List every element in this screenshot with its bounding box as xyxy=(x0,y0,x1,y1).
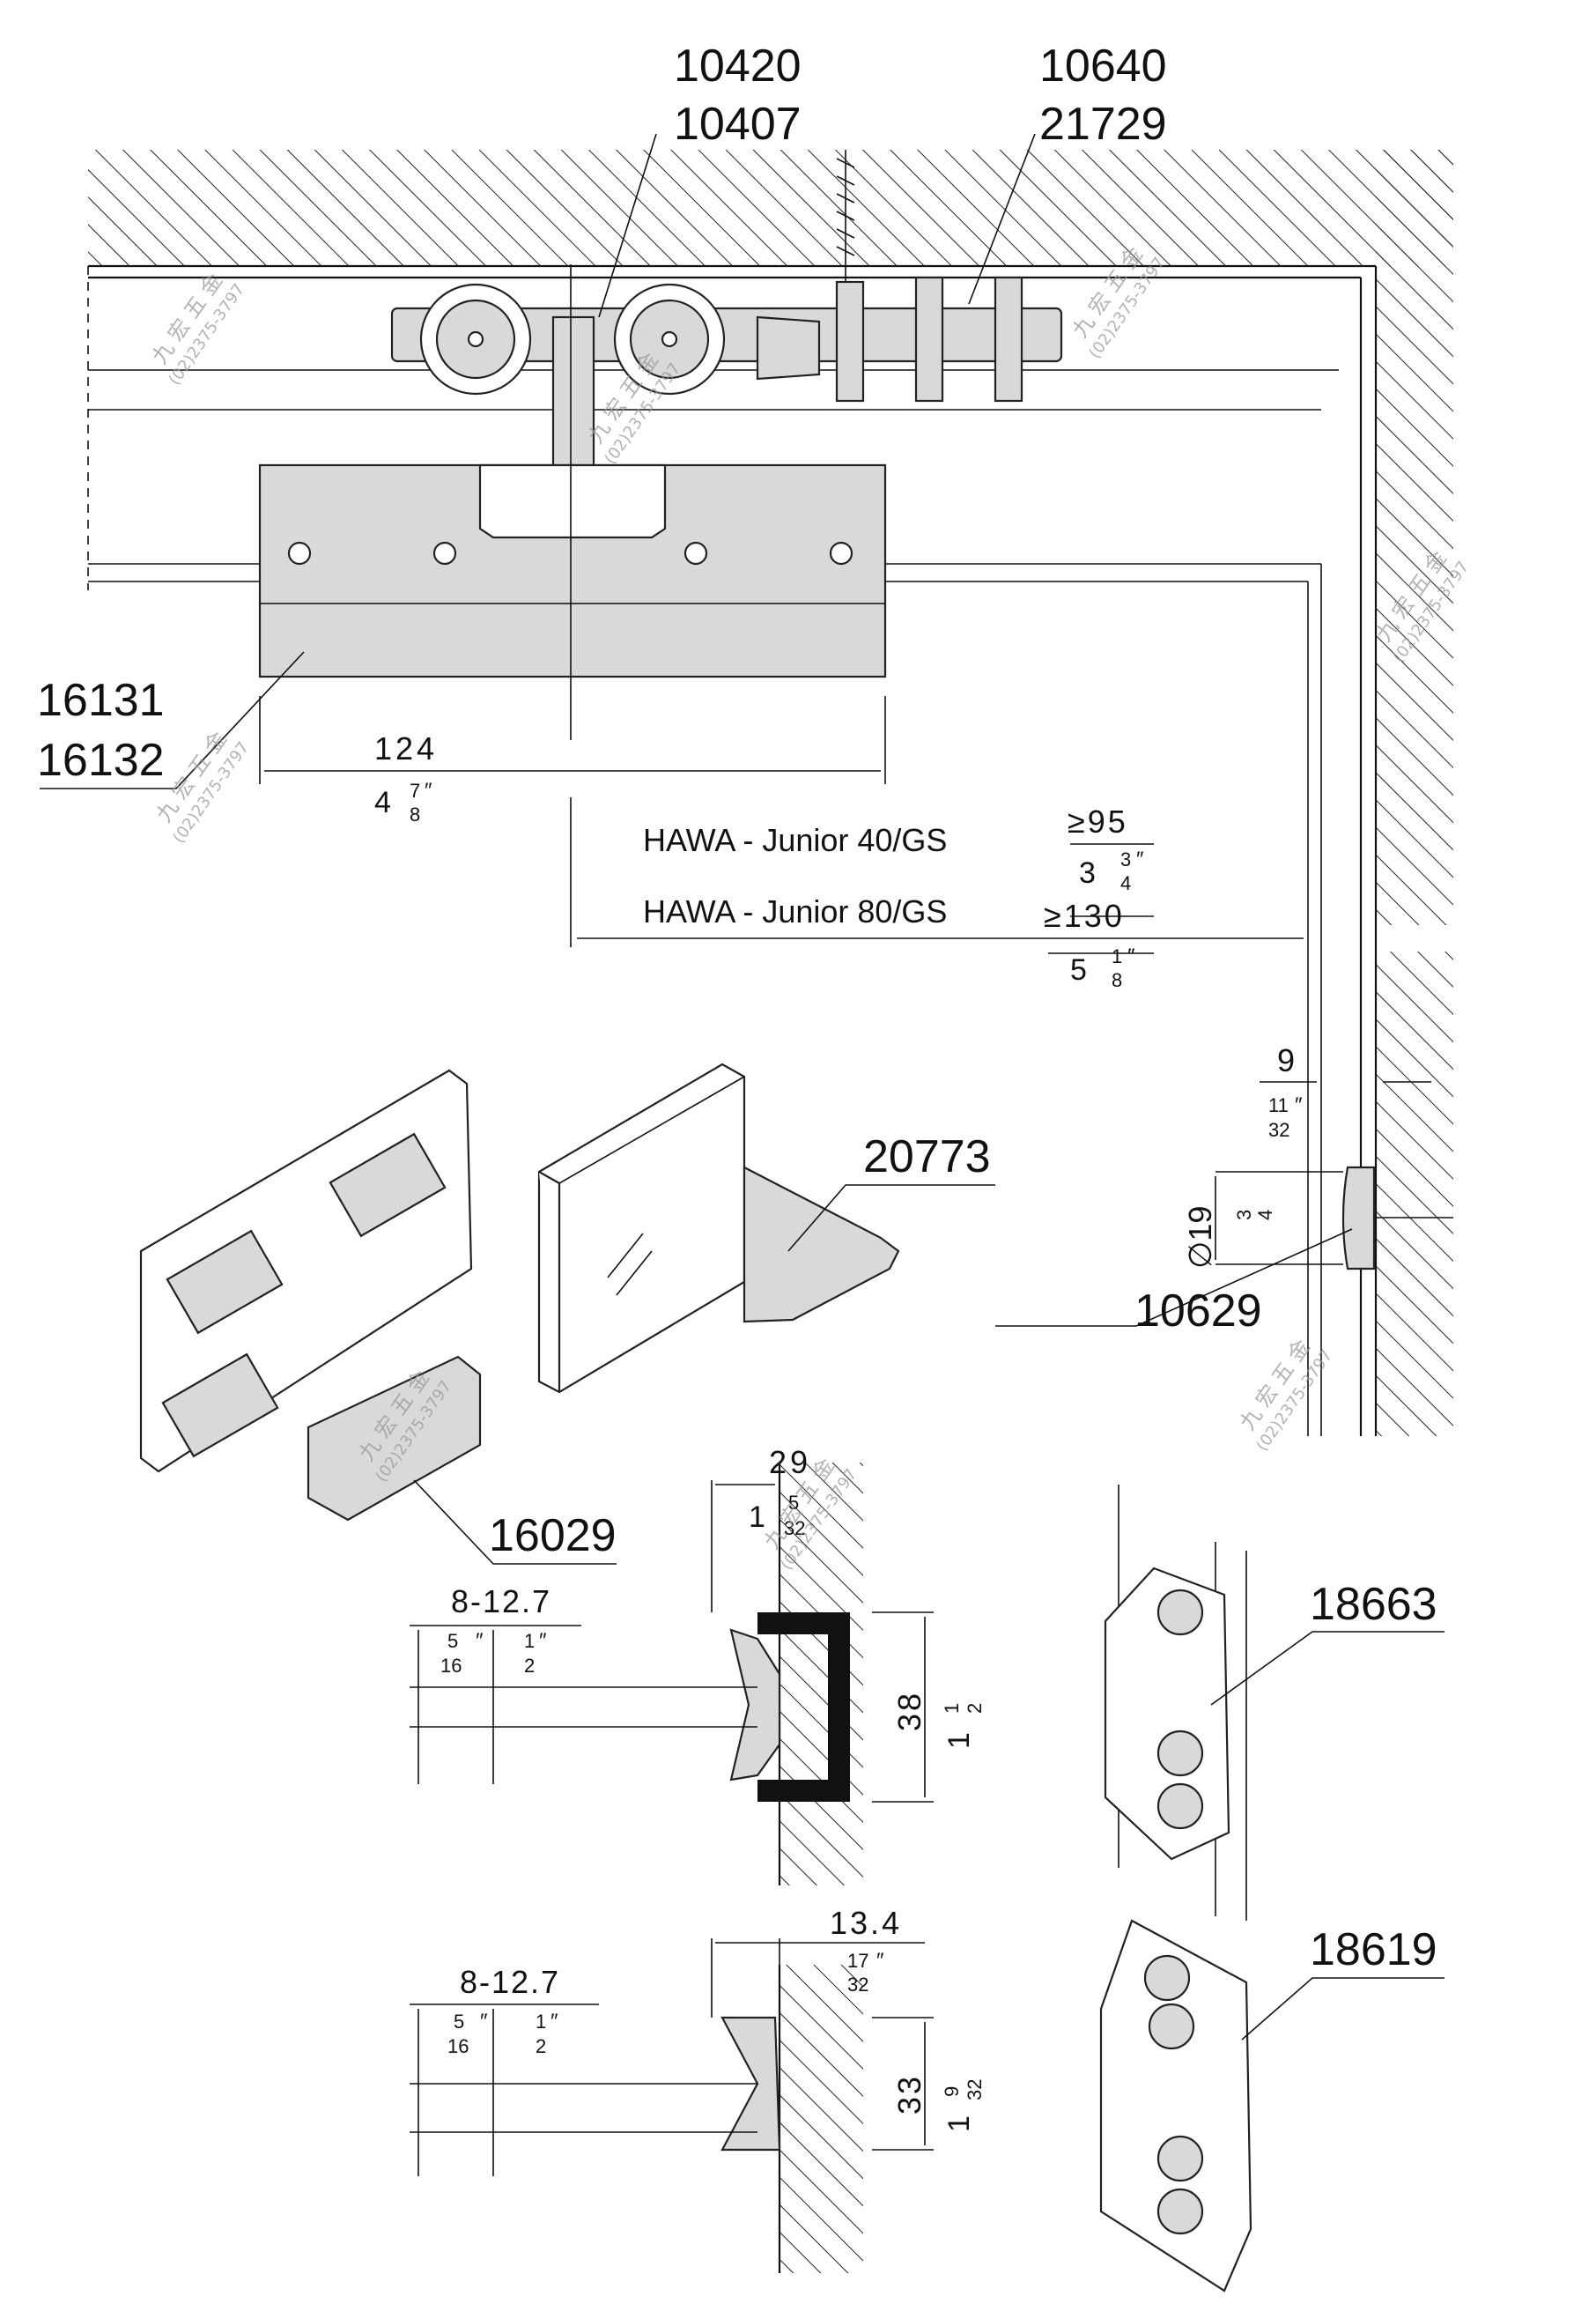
dim-gap-in-den: 32 xyxy=(1268,1119,1289,1141)
dim-g2-glass-in-a-den: 16 xyxy=(447,2035,469,2057)
dim-g1-width-mm: 29 xyxy=(769,1444,811,1480)
ceiling-structure xyxy=(88,150,1453,1436)
label-18619: 18619 xyxy=(1310,1924,1437,1975)
dim-g1-height-mm: 38 xyxy=(891,1691,927,1731)
label-16029: 16029 xyxy=(489,1510,617,1561)
dim-diameter-mm: ∅19 xyxy=(1182,1206,1218,1269)
dim-g2-width-mm: 13.4 xyxy=(830,1905,902,1941)
dim-g1-height-in-num: 1 xyxy=(941,1703,963,1714)
dim-diameter-in-num: 3 xyxy=(1233,1210,1255,1220)
dim-g1-width-in-whole: 1 xyxy=(749,1500,765,1534)
dim-g2-glass-mm: 8-12.7 xyxy=(460,1964,560,2000)
dim-j80-inch-mark: ″ xyxy=(1127,944,1135,968)
roller-assembly xyxy=(390,150,1063,522)
dimension-lines xyxy=(259,696,1431,2176)
dim-g1-glass-mm: 8-12.7 xyxy=(451,1583,551,1619)
dim-g2-glass-inch-b: ″ xyxy=(550,2010,558,2033)
dim-gap-inch-mark: ″ xyxy=(1295,1093,1303,1117)
top-clamp xyxy=(258,264,887,740)
label-10629: 10629 xyxy=(1134,1285,1262,1337)
dim-g1-height-in-whole: 1 xyxy=(942,1732,976,1749)
label-10420: 10420 xyxy=(674,41,802,92)
dim-j40-mm: ≥95 xyxy=(1068,804,1128,840)
guide-section xyxy=(1341,1166,1453,1270)
floor-guide-1-section xyxy=(729,1463,863,1885)
label-10407: 10407 xyxy=(674,99,802,150)
dim-g2-height-in-den: 32 xyxy=(964,2079,986,2100)
dim-j80-in-den: 8 xyxy=(1112,969,1122,991)
part-labels: 10420 10407 10640 21729 16131 16132 2077… xyxy=(37,41,1437,1975)
dim-g2-glass-inch-a: ″ xyxy=(480,2010,488,2033)
dim-g2-height-in-num: 9 xyxy=(941,2086,963,2097)
dim-gap-mm: 9 xyxy=(1277,1042,1295,1078)
dim-g1-glass-inch-a: ″ xyxy=(476,1629,484,1653)
label-10640: 10640 xyxy=(1039,41,1167,92)
dim-clamp-in-whole: 4 xyxy=(374,786,391,819)
dim-g1-glass-in-b-num: 1 xyxy=(524,1630,535,1652)
dim-g1-height-in-den: 2 xyxy=(964,1703,986,1714)
label-16132: 16132 xyxy=(37,735,165,786)
floor-guide-18663-illustration xyxy=(1104,1485,1247,1921)
label-18663: 18663 xyxy=(1310,1579,1437,1630)
dim-j80-mm: ≥130 xyxy=(1044,898,1125,934)
dim-g2-width-inch-mark: ″ xyxy=(876,1949,884,1973)
label-16131: 16131 xyxy=(37,675,165,726)
dim-g2-height-mm: 33 xyxy=(891,2074,927,2115)
dim-clamp-in-num: 7 xyxy=(410,780,420,802)
dim-g1-width-in-den: 32 xyxy=(784,1517,805,1539)
dim-j80-in-whole: 5 xyxy=(1070,953,1087,987)
dim-g2-glass-in-a-num: 5 xyxy=(454,2011,464,2033)
model-junior-40: HAWA - Junior 40/GS xyxy=(643,822,947,858)
dim-j40-in-num: 3 xyxy=(1120,848,1131,870)
leader-lines xyxy=(40,133,1445,2041)
dim-diameter-in-den: 4 xyxy=(1254,1210,1276,1220)
dim-g1-glass-in-b-den: 2 xyxy=(524,1655,535,1677)
dim-g1-width-in-num: 5 xyxy=(788,1492,799,1514)
dim-g2-glass-in-b-num: 1 xyxy=(536,2011,546,2033)
dim-clamp-in-den: 8 xyxy=(410,804,420,826)
dim-j40-in-whole: 3 xyxy=(1079,856,1096,890)
floor-guide-2-section xyxy=(720,1965,863,2273)
dim-g2-width-in-den: 32 xyxy=(847,1974,868,1996)
dim-j40-in-den: 4 xyxy=(1120,872,1131,894)
dim-j40-inch-mark: ″ xyxy=(1136,848,1144,871)
label-21729: 21729 xyxy=(1039,99,1167,150)
model-junior-80: HAWA - Junior 80/GS xyxy=(643,893,947,930)
dim-g2-width-in-num: 17 xyxy=(847,1950,868,1972)
glass-clamp-illustration xyxy=(537,1063,900,1394)
dimension-texts: 124 4 7 8 ″ ≥95 3 3 4 ″ ≥130 5 1 8 ″ 9 1… xyxy=(374,730,1303,2132)
model-labels: HAWA - Junior 40/GS HAWA - Junior 80/GS xyxy=(643,822,947,930)
dim-g2-height-in-whole: 1 xyxy=(942,2115,976,2132)
dim-j80-in-num: 1 xyxy=(1112,945,1122,967)
clip-plate-illustration xyxy=(139,1069,482,1522)
dim-g1-glass-in-a-den: 16 xyxy=(440,1655,462,1677)
label-20773: 20773 xyxy=(863,1131,991,1182)
dim-g2-glass-in-b-den: 2 xyxy=(536,2035,546,2057)
dim-clamp-mm: 124 xyxy=(374,730,438,767)
dim-g1-glass-inch-b: ″ xyxy=(539,1629,547,1653)
floor-guide-18619-illustration xyxy=(1099,1919,1252,2292)
dim-g1-glass-in-a-num: 5 xyxy=(447,1630,458,1652)
dim-clamp-inch-mark: ″ xyxy=(425,779,432,803)
dim-gap-in-num: 11 xyxy=(1268,1094,1289,1116)
